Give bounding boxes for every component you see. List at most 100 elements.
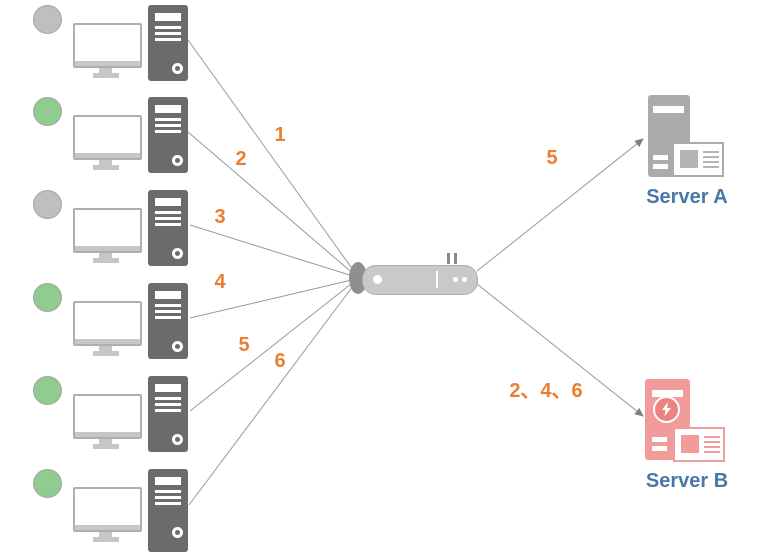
client-row-5	[0, 376, 200, 460]
monitor-stand	[99, 439, 112, 444]
monitor-bezel	[75, 525, 140, 530]
power-button-icon	[172, 434, 183, 445]
panel-line	[703, 156, 719, 158]
server-a-panel	[672, 142, 724, 177]
link-label-5: 5	[238, 334, 250, 356]
monitor-icon	[73, 301, 142, 346]
link-line-1	[187, 39, 357, 275]
monitor-bezel	[75, 246, 140, 251]
server-slot	[652, 437, 667, 442]
panel-line	[703, 161, 719, 163]
tower-vent	[155, 223, 181, 226]
pc-tower-icon	[148, 5, 188, 81]
link-label-2: 2	[235, 148, 247, 170]
pc-tower-icon	[148, 469, 188, 552]
panel-line	[704, 446, 720, 448]
tower-vent	[155, 310, 181, 313]
monitor-bezel	[75, 432, 140, 437]
route-label-server-b: 2、4、6	[509, 380, 583, 402]
status-dot	[33, 469, 62, 498]
monitor-base	[93, 351, 119, 356]
link-line-5	[189, 279, 357, 412]
tower-vent	[155, 490, 181, 493]
tower-vent	[155, 403, 181, 406]
monitor-icon	[73, 115, 142, 160]
router-led-small	[453, 277, 458, 282]
status-dot	[33, 97, 62, 126]
tower-vent	[155, 217, 181, 220]
monitor-stand	[99, 160, 112, 165]
tower-vent	[155, 32, 181, 35]
tower-vent	[155, 26, 181, 29]
pc-tower-icon	[148, 190, 188, 266]
tower-vent	[155, 38, 181, 41]
tower-drive-bay	[155, 105, 181, 113]
server-drive-bay	[652, 390, 683, 397]
tower-vent	[155, 397, 181, 400]
link-label-4: 4	[214, 271, 226, 293]
router-led	[373, 275, 382, 284]
panel-line	[703, 151, 719, 153]
monitor-icon	[73, 487, 142, 532]
route-line-server-a	[476, 138, 644, 272]
tower-drive-bay	[155, 384, 181, 392]
tower-vent	[155, 502, 181, 505]
monitor-base	[93, 258, 119, 263]
link-line-2	[187, 131, 357, 277]
tower-vent	[155, 316, 181, 319]
power-button-icon	[172, 155, 183, 166]
pc-tower-icon	[148, 283, 188, 359]
panel-line	[704, 441, 720, 443]
status-dot	[33, 190, 62, 219]
monitor-stand	[99, 346, 112, 351]
monitor-base	[93, 165, 119, 170]
route-line-server-b	[476, 283, 644, 417]
monitor-stand	[99, 253, 112, 258]
pc-tower-icon	[148, 376, 188, 452]
client-row-1	[0, 5, 200, 89]
router-slot	[436, 271, 438, 288]
monitor-icon	[73, 23, 142, 68]
tower-vent	[155, 130, 181, 133]
panel-screen	[680, 150, 698, 168]
server-a-label: Server A	[646, 186, 728, 208]
monitor-base	[93, 537, 119, 542]
server-slot	[653, 164, 668, 169]
client-row-4	[0, 283, 200, 367]
monitor-base	[93, 73, 119, 78]
lightning-icon	[653, 396, 680, 423]
link-line-6	[188, 281, 357, 506]
power-button-icon	[172, 248, 183, 259]
client-row-3	[0, 190, 200, 274]
monitor-base	[93, 444, 119, 449]
monitor-bezel	[75, 153, 140, 158]
load-balancer-icon	[362, 265, 478, 295]
tower-vent	[155, 409, 181, 412]
router-antenna-icon	[447, 253, 450, 264]
panel-line	[704, 451, 720, 453]
route-label-server-a: 5	[546, 147, 558, 169]
panel-line	[704, 436, 720, 438]
tower-drive-bay	[155, 291, 181, 299]
client-row-2	[0, 97, 200, 181]
status-dot	[33, 283, 62, 312]
server-slot	[653, 155, 668, 160]
status-dot	[33, 5, 62, 34]
tower-vent	[155, 118, 181, 121]
power-button-icon	[172, 341, 183, 352]
link-line-3	[189, 224, 357, 278]
tower-drive-bay	[155, 13, 181, 21]
tower-vent	[155, 304, 181, 307]
tower-vent	[155, 496, 181, 499]
panel-line	[703, 166, 719, 168]
link-line-4	[189, 278, 357, 319]
monitor-icon	[73, 394, 142, 439]
monitor-stand	[99, 532, 112, 537]
panel-screen	[681, 435, 699, 453]
monitor-icon	[73, 208, 142, 253]
tower-drive-bay	[155, 477, 181, 485]
router-antenna-icon	[454, 253, 457, 264]
monitor-stand	[99, 68, 112, 73]
